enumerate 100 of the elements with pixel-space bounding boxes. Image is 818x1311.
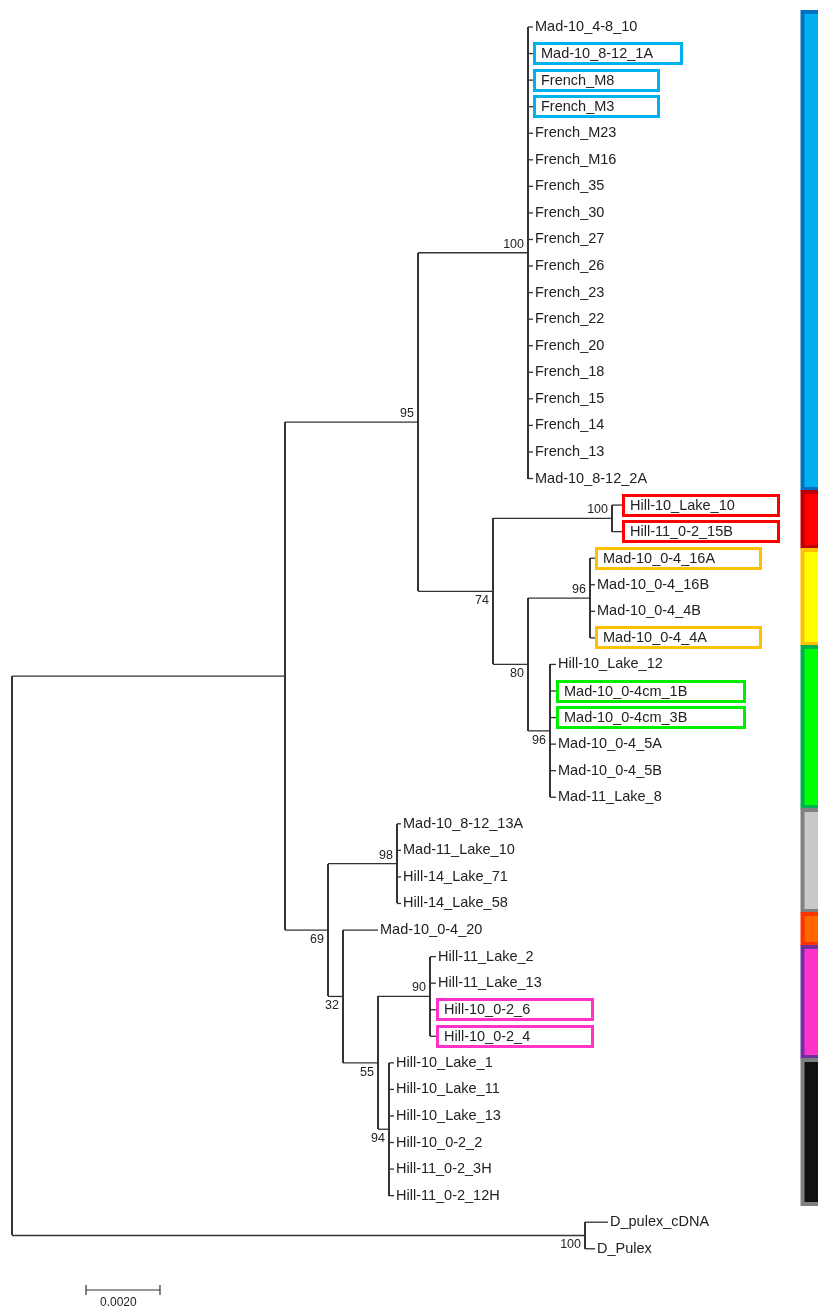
branch-line <box>388 1141 395 1144</box>
bootstrap-value: 94 <box>370 1131 385 1146</box>
clade-line <box>388 1062 390 1196</box>
taxon-label: French_M23 <box>535 123 617 143</box>
branch-line <box>527 424 534 427</box>
bootstrap-value: 98 <box>378 847 393 862</box>
taxon-label: Mad-11_Lake_10 <box>403 840 515 860</box>
branch-line <box>584 1221 609 1223</box>
taxon-label: Hill-11_0-2_12H <box>396 1185 500 1205</box>
branch-line <box>527 345 534 347</box>
highlighted-taxon-label: French_M3 <box>533 95 660 119</box>
taxon-label: Hill-14_Lake_71 <box>403 866 508 886</box>
bootstrap-value: 100 <box>559 1237 581 1252</box>
clade-line <box>492 518 494 665</box>
branch-line <box>589 610 596 612</box>
taxon-label: Mad-10_0-4_5B <box>558 760 662 780</box>
taxon-label: Hill-11_Lake_13 <box>438 973 542 993</box>
taxon-label: French_26 <box>535 256 605 276</box>
branch-line <box>527 79 534 81</box>
highlighted-taxon-label: French_M8 <box>533 68 660 92</box>
branch-line <box>527 212 534 214</box>
bootstrap-value: 100 <box>586 502 608 517</box>
branch-line <box>527 291 534 294</box>
branch-line <box>11 675 286 677</box>
branch-line <box>396 849 402 851</box>
branch-line <box>429 955 437 958</box>
branch-line <box>589 584 596 586</box>
branch-line <box>527 265 534 267</box>
taxon-label: Mad-10_8-12_2A <box>535 468 648 488</box>
branch-line <box>388 1088 395 1091</box>
clade-line <box>417 252 419 592</box>
branch-line <box>527 451 534 453</box>
taxon-label: Mad-11_Lake_8 <box>558 787 662 807</box>
branch-line <box>549 690 557 692</box>
bootstrap-value: 100 <box>502 236 524 251</box>
clade-line <box>549 664 551 798</box>
highlighted-taxon-label: Hill-10_0-2_4 <box>436 1024 594 1048</box>
taxon-label: Hill-10_Lake_11 <box>396 1079 500 1099</box>
bootstrap-value: 69 <box>309 932 324 947</box>
clade-line <box>342 930 344 1063</box>
branch-line <box>492 663 529 666</box>
taxon-label: Hill-14_Lake_58 <box>403 893 508 913</box>
bootstrap-value: 96 <box>531 732 546 747</box>
branch-line <box>611 504 623 506</box>
clade-line <box>527 27 529 479</box>
branch-line <box>527 318 534 320</box>
highlighted-taxon-label: Mad-10_0-4_4A <box>595 626 762 650</box>
branch-line <box>527 106 534 108</box>
taxon-label: French_18 <box>535 362 605 382</box>
branch-line <box>589 557 596 559</box>
branch-line <box>342 1062 379 1064</box>
clade-line <box>396 823 398 904</box>
clade-line <box>429 956 431 1037</box>
branch-line <box>396 876 402 878</box>
taxon-label: French_14 <box>535 415 605 435</box>
branch-line <box>527 132 534 134</box>
branch-line <box>549 716 557 719</box>
branch-line <box>527 730 551 732</box>
branch-line <box>396 902 402 905</box>
clade-line <box>611 505 613 532</box>
taxon-label: Mad-10_4-8_10 <box>535 17 638 36</box>
branch-line <box>327 863 398 865</box>
highlighted-taxon-label: Hill-11_0-2_15B <box>622 520 780 544</box>
branch-line <box>527 52 534 55</box>
taxon-label: French_13 <box>535 441 605 461</box>
branch-line <box>527 238 534 241</box>
branch-line <box>417 590 494 593</box>
clade-line <box>527 598 529 731</box>
branch-line <box>527 371 534 373</box>
highlighted-taxon-label: Mad-10_0-4_16A <box>595 546 762 570</box>
clade-line <box>327 863 329 997</box>
branch-line <box>429 982 437 984</box>
branch-line <box>388 1115 395 1117</box>
branch-line <box>388 1168 395 1170</box>
branch-line <box>388 1062 395 1064</box>
branch-line <box>527 597 591 599</box>
branch-line <box>549 743 557 745</box>
branch-line <box>11 1234 586 1237</box>
taxon-label: Hill-11_0-2_3H <box>396 1159 492 1179</box>
branch-line <box>429 1035 437 1037</box>
taxon-label: Hill-10_Lake_12 <box>558 654 663 674</box>
clade-line <box>284 422 286 931</box>
branch-line <box>527 398 534 400</box>
taxon-label: French_M16 <box>535 149 617 169</box>
taxon-label: Mad-10_8-12_13A <box>403 813 524 833</box>
bootstrap-value: 80 <box>509 666 524 681</box>
branch-line <box>388 1195 395 1197</box>
bootstrap-value: 95 <box>399 406 414 421</box>
clade-line <box>584 1222 586 1249</box>
taxon-label: Hill-10_0-2_2 <box>396 1132 483 1152</box>
taxon-label: Hill-10_Lake_1 <box>396 1052 493 1072</box>
branch-line <box>527 477 534 480</box>
branch-line <box>377 995 431 998</box>
branch-line <box>549 796 557 798</box>
taxon-label: Mad-10_0-4_16B <box>597 574 710 594</box>
highlighted-taxon-label: Mad-10_8-12_1A <box>533 42 683 66</box>
highlighted-taxon-label: Mad-10_0-4cm_1B <box>556 679 746 703</box>
bootstrap-value: 32 <box>324 998 339 1013</box>
taxon-label: French_23 <box>535 282 605 302</box>
branch-line <box>284 421 419 423</box>
